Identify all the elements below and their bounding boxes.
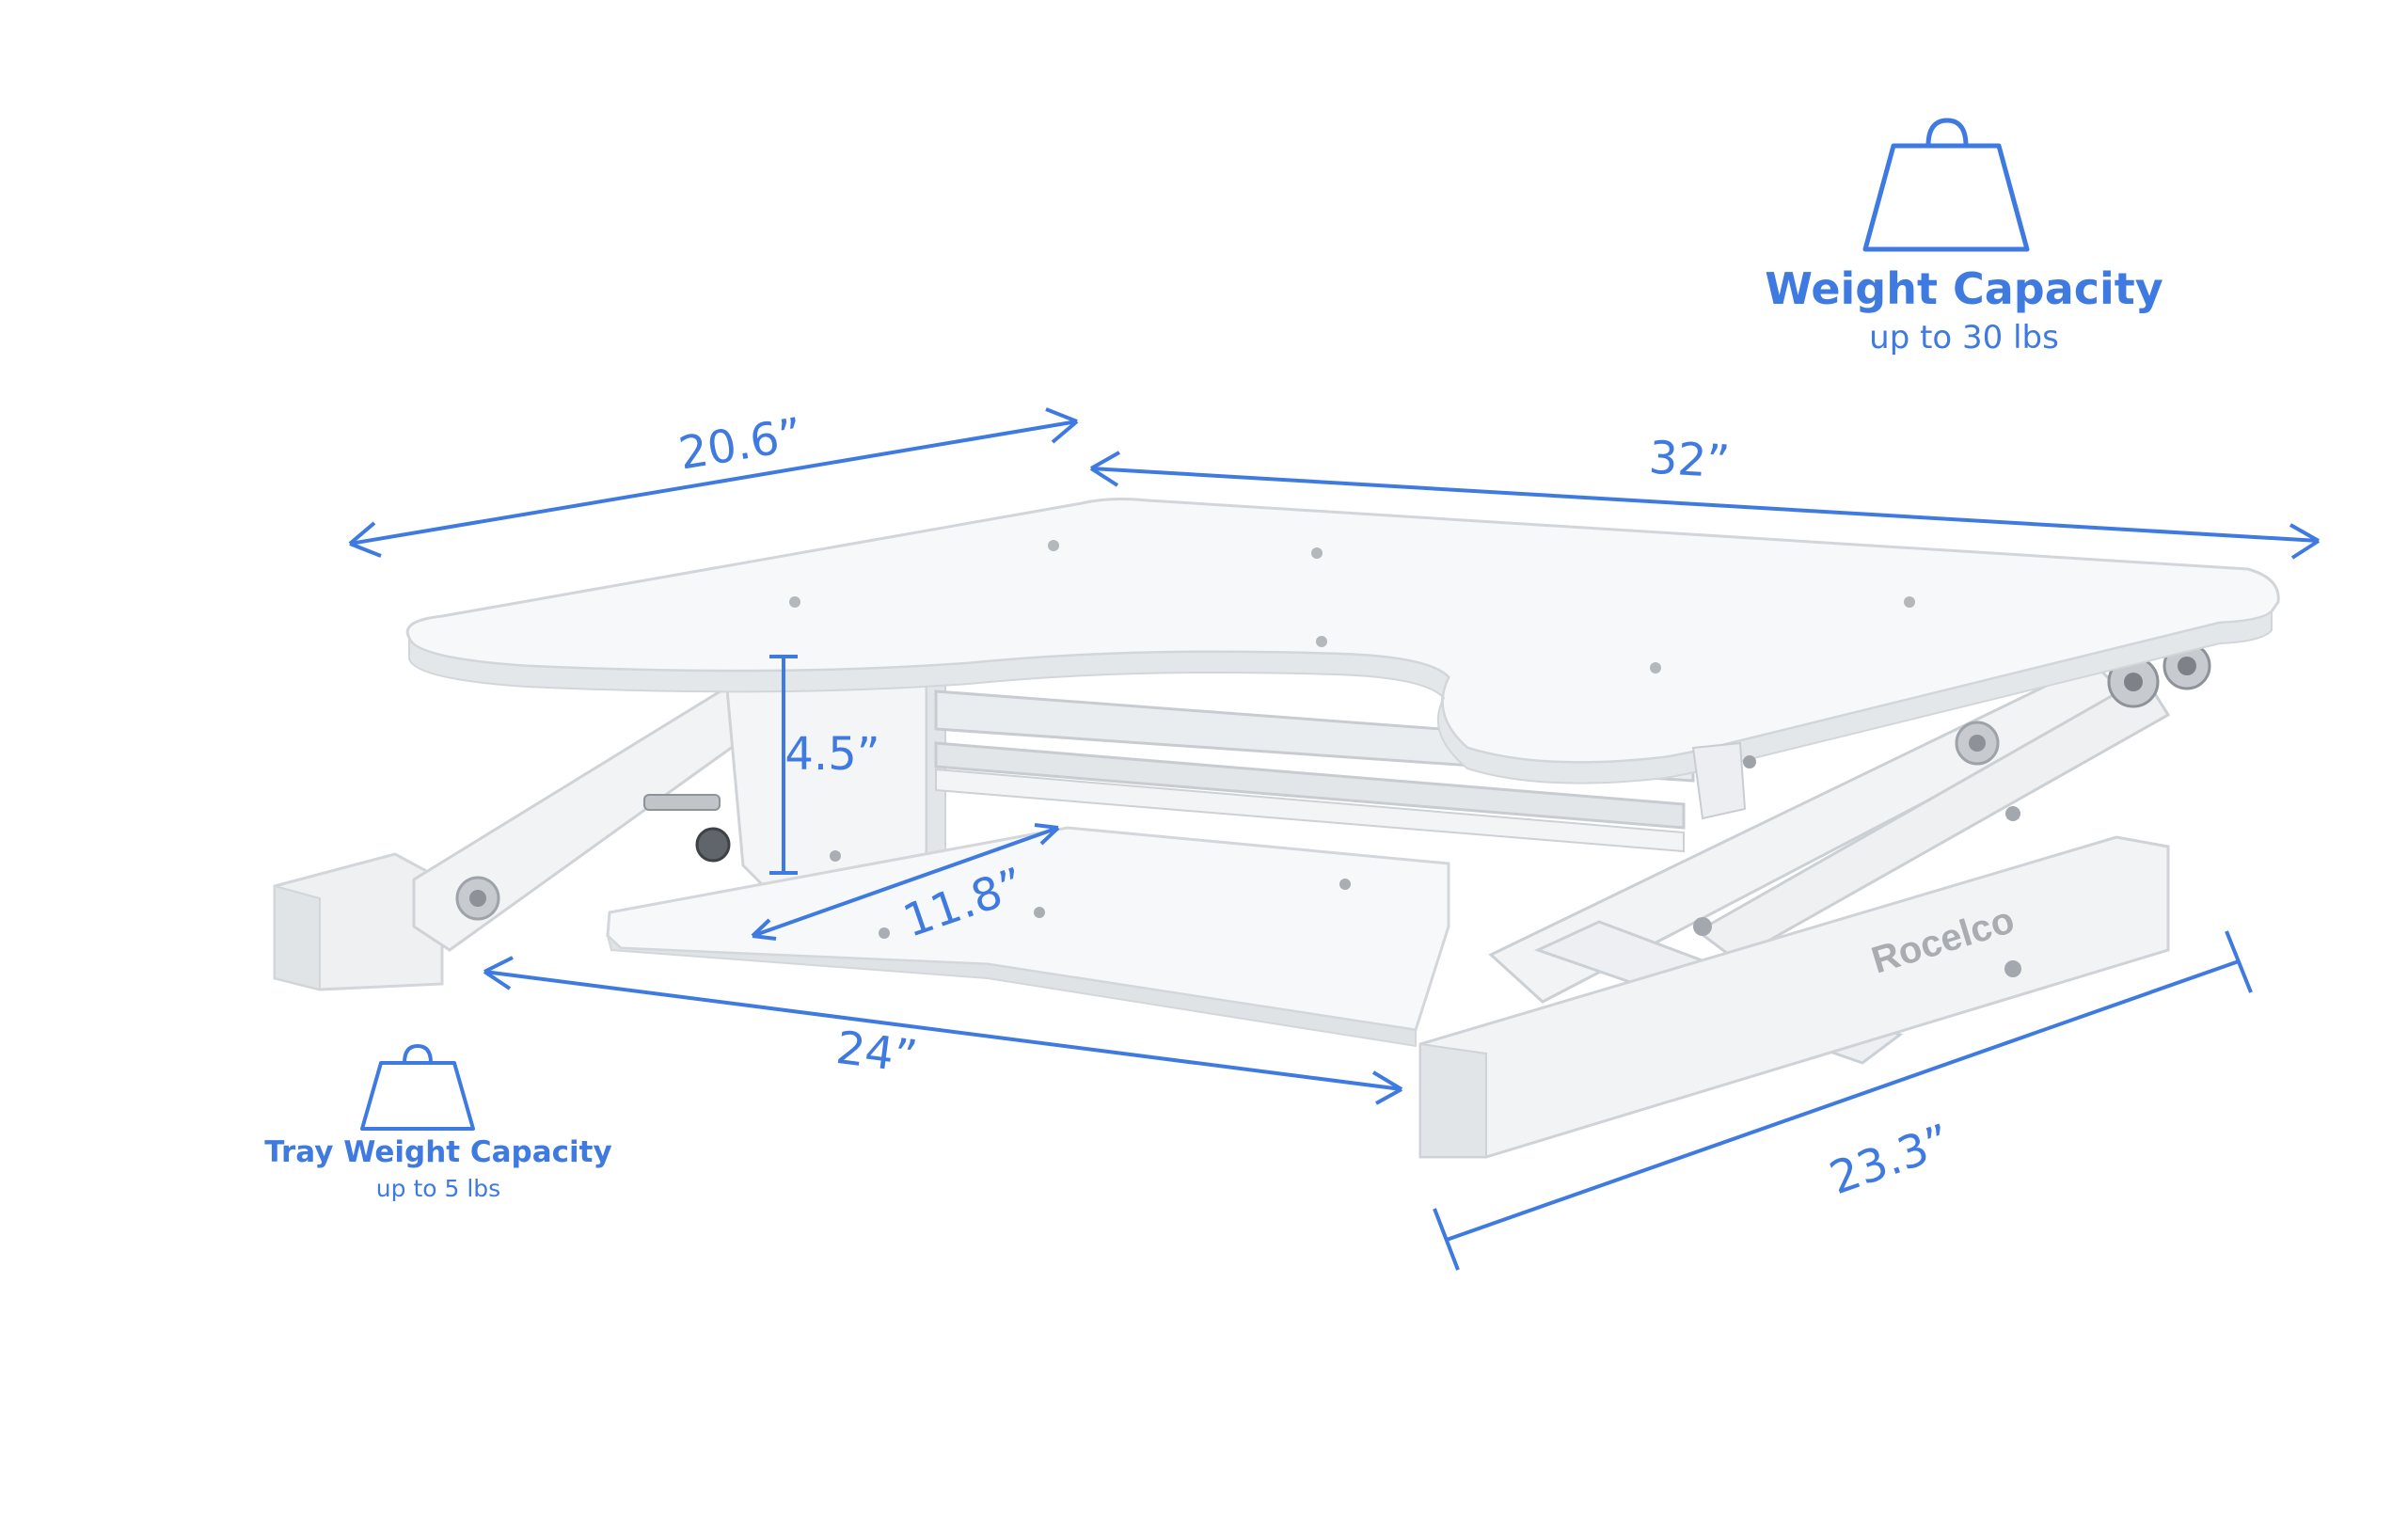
weight-icon	[1862, 118, 2030, 252]
weight-capacity-subtitle: up to 30 lbs	[1869, 319, 2059, 356]
weight-capacity-title: Weight Capacity	[1765, 263, 2163, 314]
standing-desk-converter: Rocelco	[273, 498, 2280, 1159]
dimension-lines	[348, 407, 2321, 1271]
dimension-label-tray-width: 24”	[833, 1022, 920, 1084]
left-base-foot	[273, 852, 444, 991]
dimension-label-height-gap: 4.5”	[784, 728, 879, 781]
tray-weight-capacity-subtitle: up to 5 lbs	[376, 1175, 500, 1202]
dimension-line-base-depth	[1433, 930, 2253, 1271]
dimension-line-tray-width	[483, 956, 1403, 1105]
keyboard-tray	[606, 826, 1450, 1048]
dimension-line-width-top	[1089, 451, 2321, 560]
gas-spring	[643, 794, 721, 811]
rail-bracket	[1691, 741, 1756, 820]
dimension-line-depth-top	[348, 407, 1079, 558]
weight-capacity-callout: Weight Capacity up to 30 lbs	[1765, 118, 2163, 356]
dimension-label-base-depth: 23.3”	[1823, 1115, 1957, 1206]
dimension-label-width-top: 32”	[1647, 432, 1731, 489]
weight-icon	[360, 1043, 475, 1131]
knob-icon	[695, 827, 731, 863]
right-base: Rocelco	[1418, 835, 2170, 1159]
dimension-line-height-gap	[769, 655, 798, 875]
dimension-line-tray-depth	[751, 823, 1060, 941]
tray-weight-capacity-callout: Tray Weight Capacity up to 5 lbs	[264, 1043, 612, 1202]
tray-weight-capacity-title: Tray Weight Capacity	[264, 1135, 611, 1169]
desk-top-surface	[405, 498, 2280, 784]
